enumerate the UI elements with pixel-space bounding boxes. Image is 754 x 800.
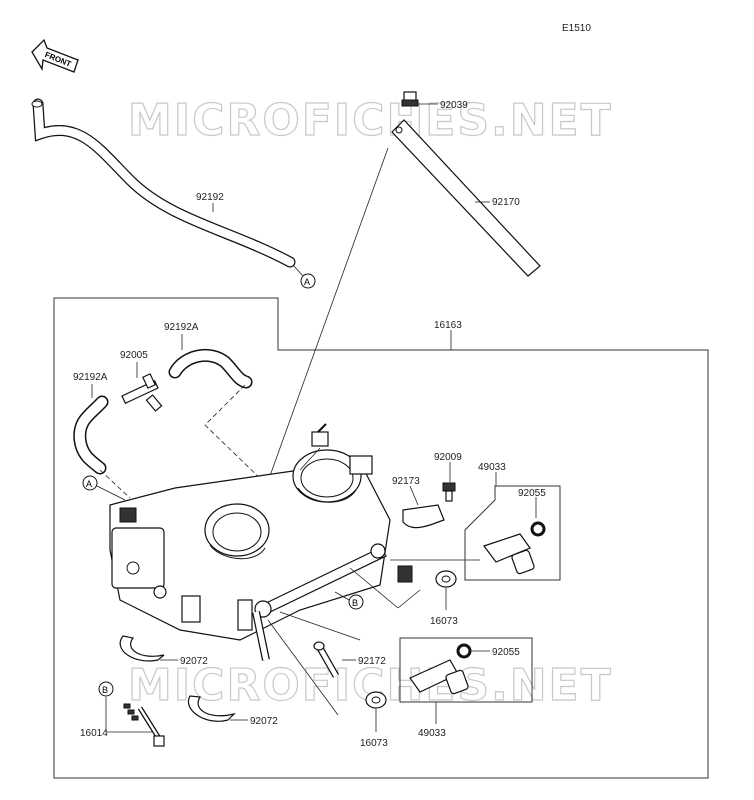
diagram-code: E1510	[562, 23, 591, 34]
front-arrow-icon: FRONT	[31, 38, 79, 73]
bolt-92009	[442, 482, 456, 502]
washer-16073-bottom	[365, 691, 387, 709]
connector-b-detail: B	[98, 681, 114, 697]
hose-92192a-left	[73, 395, 109, 475]
clamp-92072-top	[119, 635, 165, 662]
label-92172: 92172	[358, 656, 386, 667]
label-92192a-top: 92192A	[164, 322, 199, 333]
label-16014: 16014	[80, 728, 108, 739]
washer-16073-top	[435, 570, 457, 588]
svg-text:B: B	[102, 685, 108, 695]
clamp-92072-bottom	[187, 695, 236, 722]
injector-49033-top	[483, 533, 535, 575]
label-49033-bottom: 49033	[418, 728, 446, 739]
svg-text:A: A	[304, 277, 310, 287]
throttle-body-assembly	[109, 423, 413, 661]
label-92005: 92005	[120, 350, 148, 361]
assembly-frame-16163	[53, 297, 709, 779]
watermark-top: MICROFICHES.NET	[128, 95, 613, 146]
label-92009: 92009	[434, 452, 462, 463]
svg-text:B: B	[352, 598, 358, 608]
fitting-92005	[121, 373, 163, 412]
bracket-92173	[402, 504, 445, 529]
label-92072-bottom: 92072	[250, 716, 278, 727]
injector-box-49033-top	[464, 485, 561, 581]
svg-text:A: A	[86, 479, 92, 489]
label-92055-bottom: 92055	[492, 647, 520, 658]
label-16073-top: 16073	[430, 616, 458, 627]
label-92192a-left: 92192A	[73, 372, 108, 383]
valve-kit-16014	[123, 703, 165, 747]
connector-a-top: A	[300, 273, 316, 289]
bolt-92039	[401, 91, 419, 107]
label-49033-top: 49033	[478, 462, 506, 473]
label-16073-bottom: 16073	[360, 738, 388, 749]
connector-a-assembly: A	[82, 475, 98, 491]
label-16163: 16163	[434, 320, 462, 331]
connector-b-assembly: B	[348, 594, 364, 610]
hose-92192a-top	[168, 348, 253, 389]
label-92173: 92173	[392, 476, 420, 487]
injector-49033-bottom	[409, 659, 469, 695]
bolt-92172	[313, 641, 340, 678]
label-92055-top: 92055	[518, 488, 546, 499]
injector-box-49033-bottom	[399, 637, 533, 703]
label-92072-top: 92072	[180, 656, 208, 667]
o-ring-92055-bottom	[456, 643, 472, 659]
label-92170: 92170	[492, 197, 520, 208]
hose-92192	[31, 98, 296, 268]
label-92192: 92192	[196, 192, 224, 203]
o-ring-92055-top	[530, 521, 546, 537]
label-92039: 92039	[440, 100, 468, 111]
strap-92170	[391, 119, 541, 277]
